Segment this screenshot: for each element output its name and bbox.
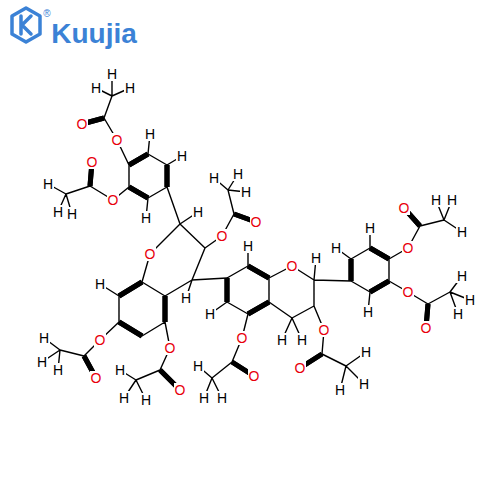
atom-label: H xyxy=(364,221,376,235)
atom-label: O xyxy=(174,383,187,397)
atom-label: O xyxy=(107,193,120,207)
atom-label: O xyxy=(216,229,229,243)
atom-label: O xyxy=(144,247,157,261)
atom-label: O xyxy=(420,321,433,335)
atom-label: H xyxy=(124,81,136,95)
atom-label: O xyxy=(236,331,249,345)
atom-label: H xyxy=(90,81,102,95)
atom-label: H xyxy=(358,377,370,391)
atom-label: H xyxy=(144,127,156,141)
atom-label: H xyxy=(446,193,458,207)
atom-label: H xyxy=(204,307,216,321)
atom-label: O xyxy=(402,241,415,255)
atom-label: H xyxy=(452,307,464,321)
atom-label: H xyxy=(140,393,152,407)
atom-label: O xyxy=(402,285,415,299)
atom-label: H xyxy=(52,363,64,377)
atom-label: H xyxy=(140,211,152,225)
atom-label: O xyxy=(111,133,124,147)
atom-label: H xyxy=(66,207,78,221)
atom-label: H xyxy=(52,205,64,219)
logo-icon xyxy=(12,8,40,42)
atom-label: H xyxy=(310,251,322,265)
atom-label: H xyxy=(242,239,254,253)
watermark: Kuujia xyxy=(50,20,138,48)
atom-label: H xyxy=(198,391,210,405)
atom-label: H xyxy=(42,177,54,191)
atom-label: H xyxy=(114,363,126,377)
atom-label: H xyxy=(38,331,50,345)
atom-label: H xyxy=(456,225,468,239)
atom-label: H xyxy=(334,383,346,397)
atom-label: H xyxy=(456,269,468,283)
atom-label: H xyxy=(232,167,244,181)
atom-label: H xyxy=(36,355,48,369)
atom-label: O xyxy=(286,259,299,273)
atom-label: H xyxy=(362,305,374,319)
atom-label: H xyxy=(94,277,106,291)
atom-label: H xyxy=(330,241,342,255)
atom-label: H xyxy=(180,291,192,305)
atom-label: O xyxy=(164,341,177,355)
atom-label: O xyxy=(250,215,263,229)
double-bonds xyxy=(82,118,428,390)
atom-label: H xyxy=(296,333,308,347)
atom-label: H xyxy=(430,193,442,207)
atom-label: H xyxy=(276,333,288,347)
atom-label: O xyxy=(248,369,261,383)
atom-label: O xyxy=(76,117,89,131)
atom-label: O xyxy=(90,371,103,385)
single-bonds xyxy=(42,74,470,400)
atom-label: H xyxy=(208,171,220,185)
atom-label: H xyxy=(106,67,118,81)
atom-label: H xyxy=(118,391,130,405)
atom-label: H xyxy=(192,205,204,219)
atom-label: H xyxy=(176,149,188,163)
atom-label: H xyxy=(192,359,204,373)
atom-label: O xyxy=(94,333,107,347)
atom-label: H xyxy=(216,391,228,405)
atom-label: O xyxy=(398,201,411,215)
atom-label: H xyxy=(360,345,372,359)
atom-label: H xyxy=(240,185,252,199)
atom-label: O xyxy=(294,361,307,375)
watermark-mark: ® xyxy=(42,9,51,19)
atom-label: O xyxy=(318,323,331,337)
atom-label: H xyxy=(464,293,476,307)
atom-label: O xyxy=(86,155,99,169)
